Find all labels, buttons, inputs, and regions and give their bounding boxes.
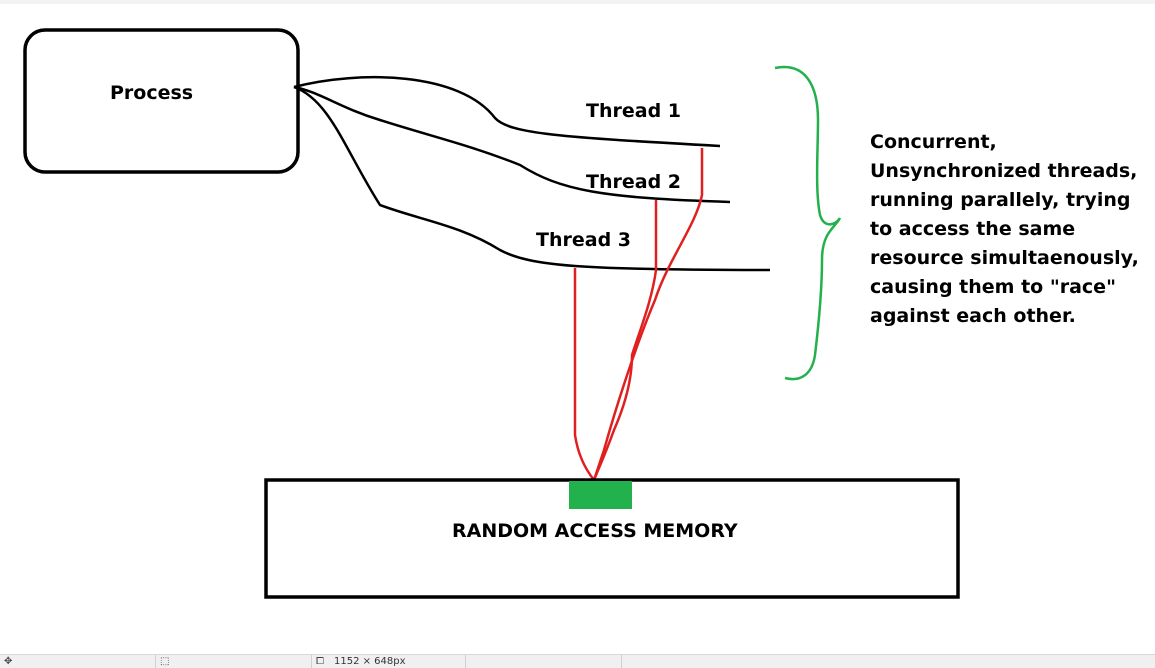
description-line: resource simultaenously, (870, 247, 1139, 269)
canvas-top-edge (0, 0, 1155, 4)
description-line: running parallely, trying (870, 189, 1130, 211)
process-box (23, 28, 300, 174)
memory-box (264, 478, 960, 599)
thread-3-line (293, 85, 771, 272)
brace-icon (774, 65, 842, 381)
thread-1-line (293, 75, 721, 148)
status-selection-size: ⬚ (156, 655, 312, 668)
canvas-size-text: 1152 × 648px (334, 656, 406, 667)
thread-1-access-line (592, 148, 704, 481)
thread-2-label: Thread 2 (586, 171, 681, 193)
status-bar: ✥ ⬚ ⧠ 1152 × 648px (0, 654, 1155, 668)
move-icon: ✥ (4, 656, 13, 667)
status-file-size (466, 655, 622, 668)
memory-label: RANDOM ACCESS MEMORY (452, 520, 738, 542)
thread-3-label: Thread 3 (536, 229, 631, 251)
thread-1-label: Thread 1 (586, 100, 681, 122)
description-line: to access the same (870, 218, 1075, 240)
description-line: against each other. (870, 305, 1076, 327)
thread-3-access-line (573, 268, 595, 481)
process-label: Process (110, 82, 193, 104)
selection-icon: ⬚ (160, 656, 170, 667)
description-text: Concurrent, Unsynchronized threads, runn… (870, 131, 1145, 327)
status-canvas-size: ⧠ (312, 655, 466, 668)
description-line: Concurrent, (870, 131, 997, 153)
thread-2-line (293, 85, 731, 204)
canvas-size-icon: ⧠ (316, 656, 324, 667)
description-line: causing them to "race" (870, 276, 1116, 298)
shared-resource-block (569, 481, 632, 509)
description-line: Unsynchronized threads, (870, 160, 1137, 182)
status-cursor-position: ✥ (0, 655, 156, 668)
thread-2-access-line (592, 200, 658, 481)
race-condition-diagram: Process Thread 1 Thread 2 Thread 3 RANDO… (23, 28, 1145, 599)
paint-canvas[interactable]: Process Thread 1 Thread 2 Thread 3 RANDO… (0, 0, 1155, 654)
